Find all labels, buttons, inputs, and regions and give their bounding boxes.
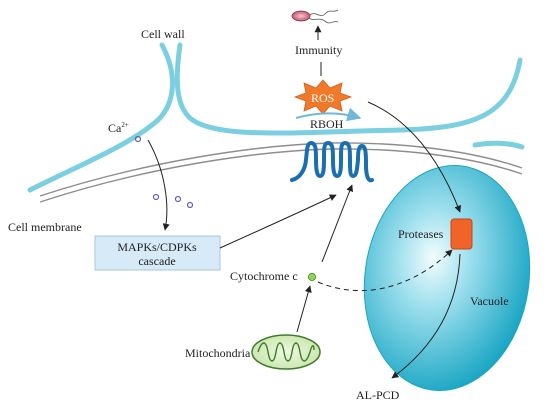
arrow-cytochrome-to-proteases (317, 249, 453, 292)
vacuole-label: Vacuole (470, 294, 509, 308)
cascade-label-line2: cascade (138, 254, 175, 268)
ros-label: ROS (311, 91, 334, 105)
cell-membrane (39, 142, 523, 203)
rboh-label: RBOH (310, 117, 344, 131)
cell-wall (27, 42, 525, 193)
calcium-label: Ca2+ (108, 121, 129, 135)
proteases-block (450, 218, 473, 250)
arrow-proteases-to-alpcd (391, 253, 461, 379)
cytochrome-label: Cytochrome c (230, 269, 298, 283)
proteases-label: Proteases (398, 227, 444, 241)
arrow-cytochrome-to-rboh (321, 184, 353, 263)
mitochondria (251, 334, 321, 370)
al-pcd-label: AL-PCD (356, 388, 400, 402)
bacterium-icon (291, 9, 339, 24)
immunity-label: Immunity (295, 43, 342, 57)
mitochondria-label: Mitochondria (185, 346, 251, 360)
arrow-ros-to-proteases (367, 101, 462, 213)
cascade-box (94, 235, 221, 271)
arrow-calcium-to-cascade (147, 139, 170, 231)
cascade-label-line1: MAPKs/CDPKs (117, 240, 197, 254)
calcium-ions (134, 135, 194, 209)
cytochrome-dot (307, 272, 317, 282)
arrow-mitochondria-to-cytochrome (296, 285, 312, 333)
cell-membrane-label: Cell membrane (8, 220, 82, 234)
arrow-rboh-to-ros (295, 107, 362, 122)
cell-wall-label: Cell wall (141, 27, 185, 41)
arrow-cascade-to-rboh (219, 194, 337, 249)
rboh-protein (290, 141, 374, 183)
vacuole (363, 165, 531, 391)
